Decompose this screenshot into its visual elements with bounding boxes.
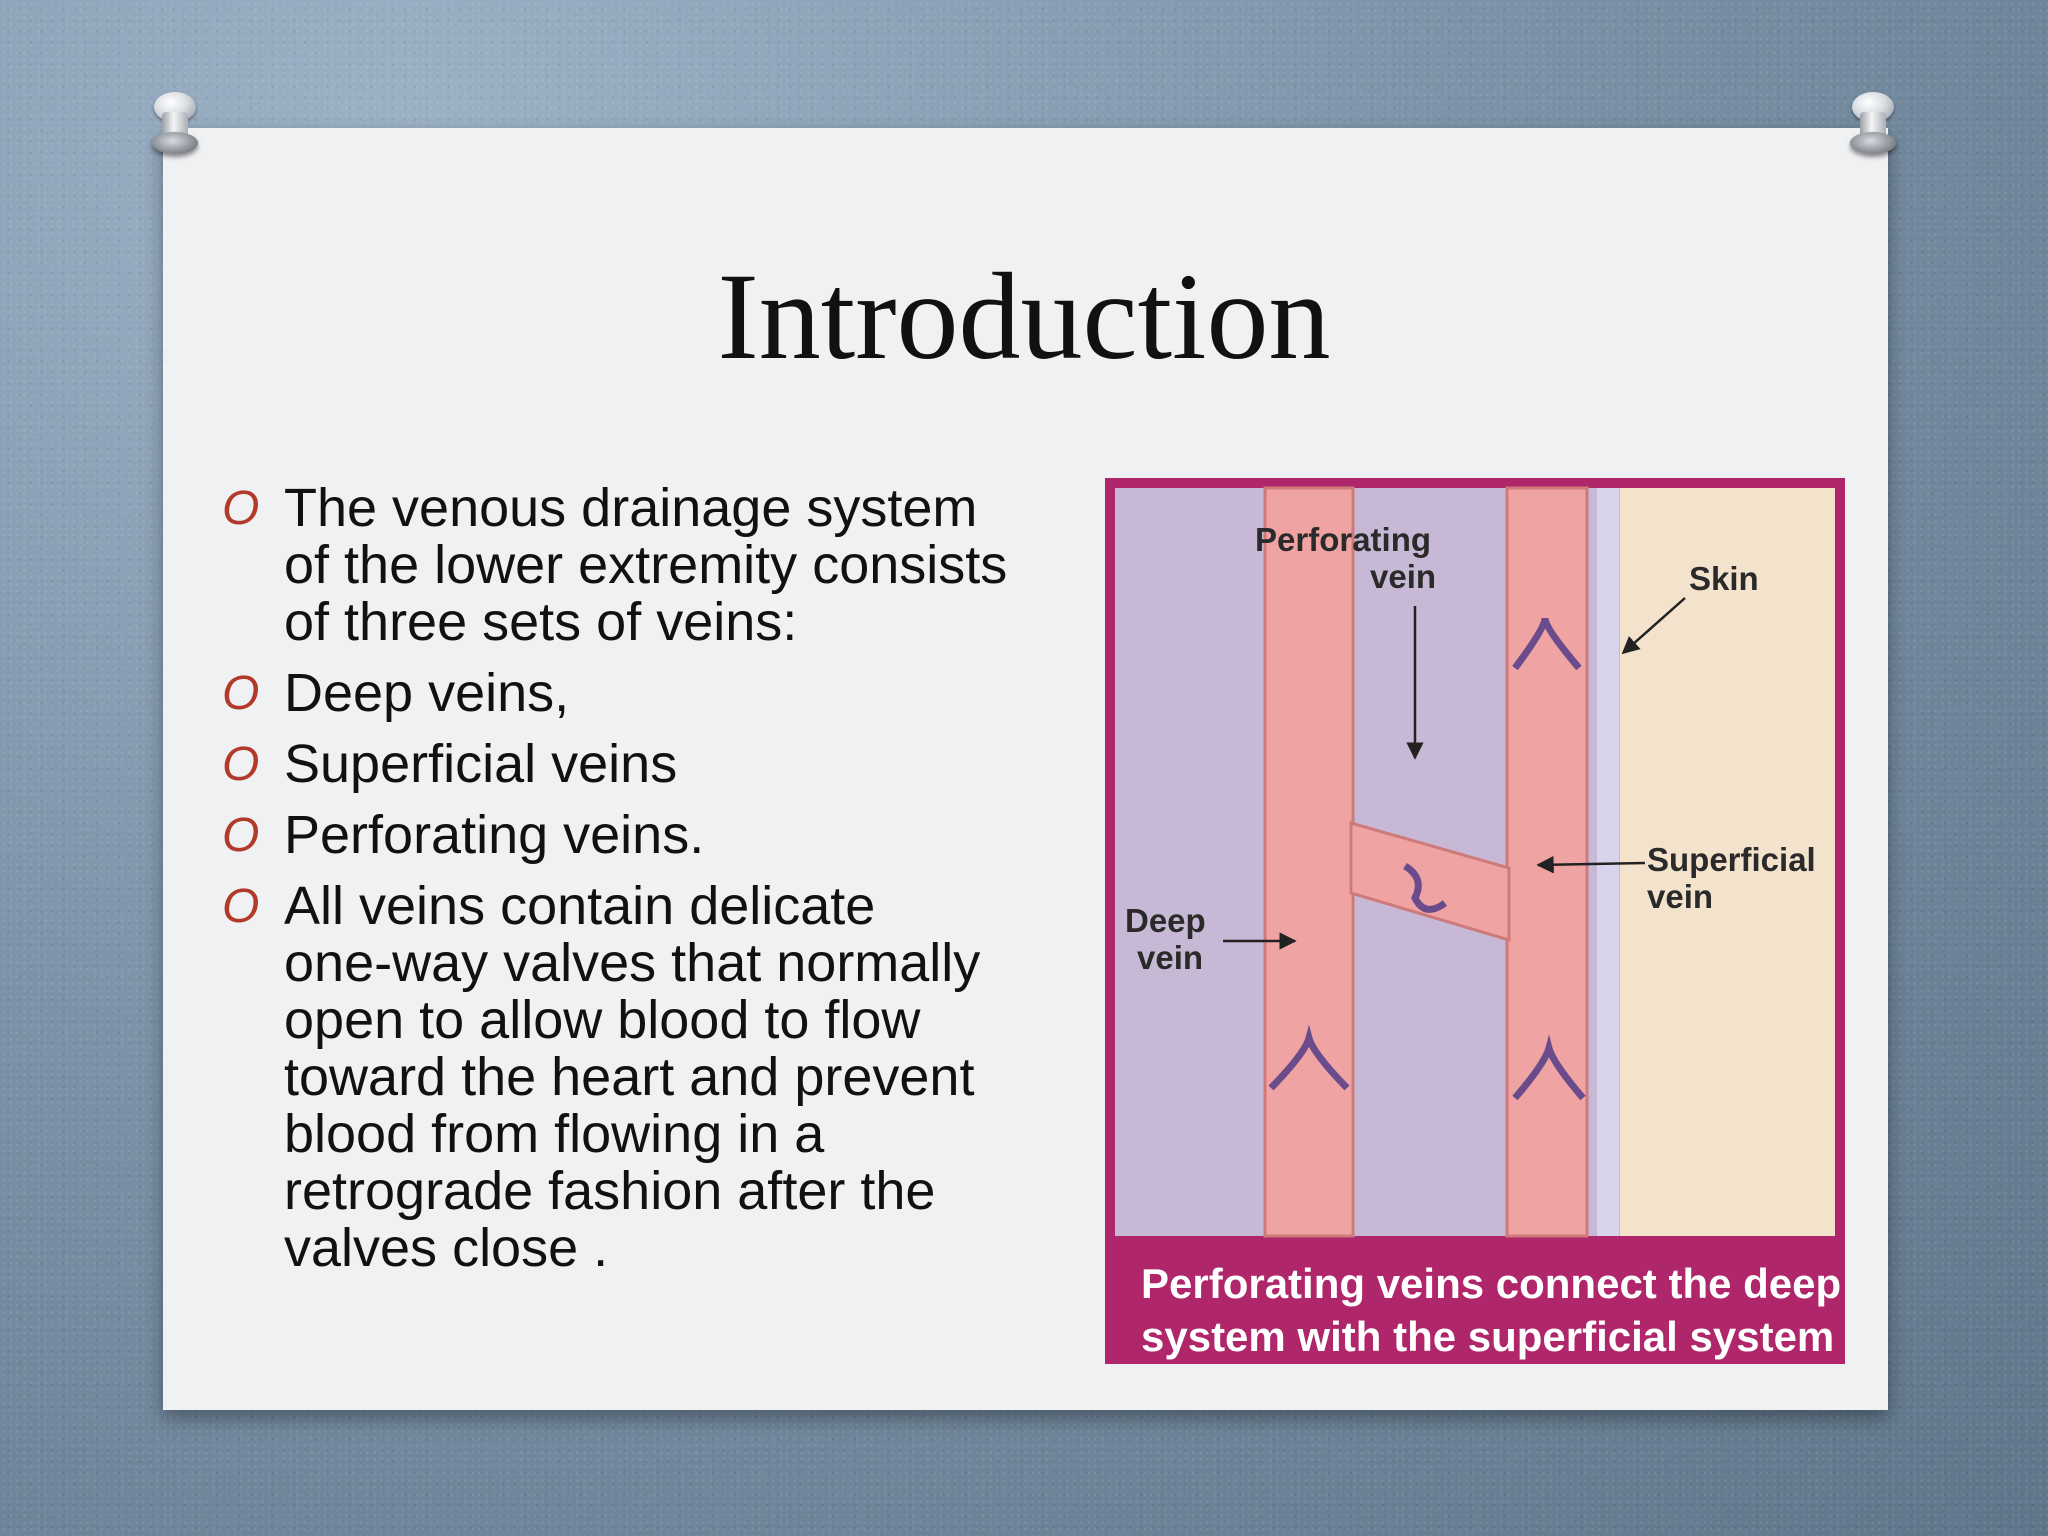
skin-border-strip xyxy=(1597,488,1619,1236)
skin-region xyxy=(1620,488,1835,1236)
figure-caption-line1: Perforating veins connect the deep xyxy=(1141,1260,1841,1307)
label-superficial-line1: Superficial xyxy=(1647,841,1816,878)
bullet-marker: O xyxy=(222,482,260,535)
bullet-item: O The venous drainage system of the lowe… xyxy=(222,480,1102,651)
bullet-text: All veins contain delicate one-way valve… xyxy=(284,876,981,1278)
vein-diagram-figure: Perforating vein Skin Superficial vein D… xyxy=(1105,478,1845,1364)
pushpin-right xyxy=(1846,90,1900,154)
deep-vein xyxy=(1263,486,1355,1238)
perforating-vein xyxy=(1349,821,1511,943)
valve-superficial-upper xyxy=(1512,617,1582,671)
valve-deep-lower xyxy=(1268,1024,1350,1091)
label-deep-line1: Deep xyxy=(1125,902,1206,939)
slide-title: Introduction xyxy=(717,248,1331,385)
bullet-item: O All veins contain delicate one-way val… xyxy=(222,878,1102,1277)
bullet-list: O The venous drainage system of the lowe… xyxy=(222,480,1102,1291)
bullet-marker: O xyxy=(222,809,260,862)
label-superficial-line2: vein xyxy=(1647,878,1713,915)
superficial-vein xyxy=(1505,486,1589,1238)
label-skin: Skin xyxy=(1689,560,1759,597)
bullet-marker: O xyxy=(222,667,260,720)
label-perforating-line1: Perforating xyxy=(1255,521,1431,558)
bullet-text: Deep veins, xyxy=(284,663,570,723)
pushpin-left xyxy=(148,90,202,154)
valve-perforating xyxy=(1403,862,1448,913)
bullet-item: O Perforating veins. xyxy=(222,807,1102,864)
vein-diagram-svg: Perforating vein Skin Superficial vein D… xyxy=(1105,478,1845,1364)
bullet-marker: O xyxy=(222,738,260,791)
label-deep-line2: vein xyxy=(1137,939,1203,976)
bullet-marker: O xyxy=(222,880,260,933)
arrow-skin xyxy=(1621,597,1686,655)
bullet-item: O Deep veins, xyxy=(222,665,1102,722)
bullet-text: Superficial veins xyxy=(284,734,678,794)
bullet-item: O Superficial veins xyxy=(222,736,1102,793)
label-perforating-line2: vein xyxy=(1370,558,1436,595)
arrow-superficial xyxy=(1536,855,1646,874)
bullet-text: The venous drainage system of the lower … xyxy=(284,478,1008,652)
figure-caption-line2: system with the superficial system xyxy=(1141,1313,1834,1360)
bullet-text: Perforating veins. xyxy=(284,805,705,865)
valve-superficial-lower xyxy=(1512,1034,1586,1101)
